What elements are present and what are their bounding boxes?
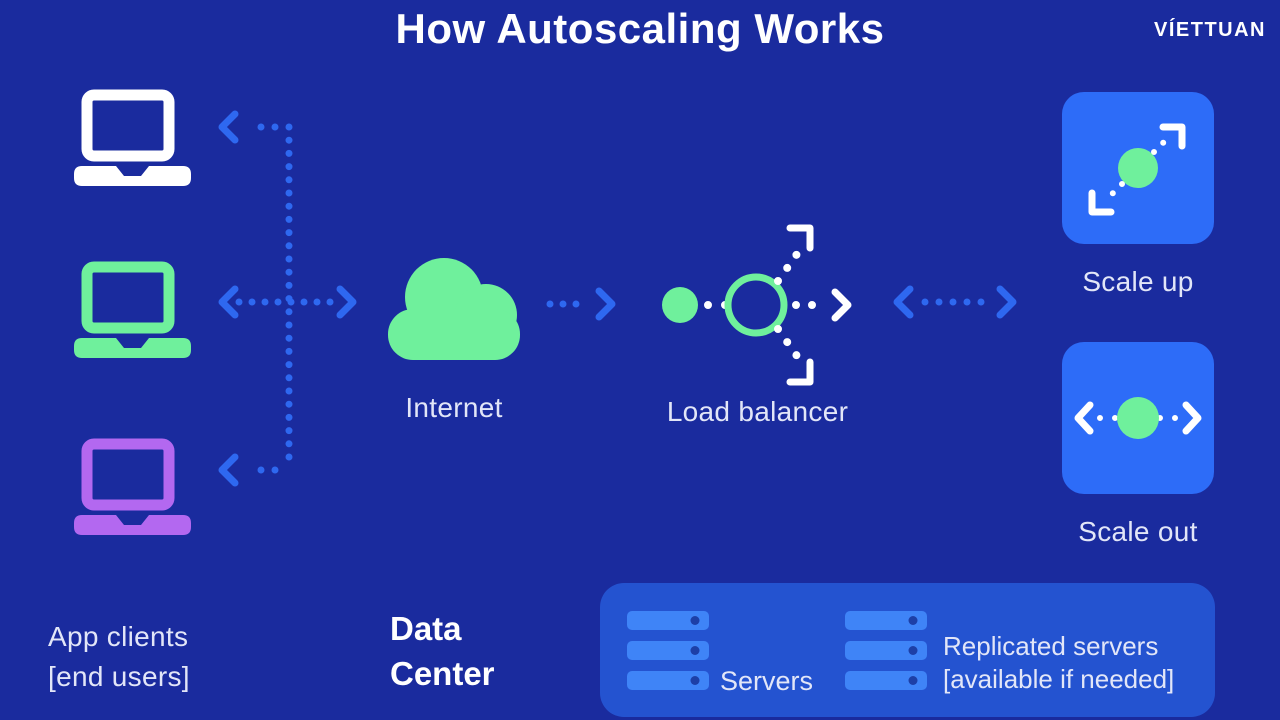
scale-up-label: Scale up xyxy=(1082,266,1194,297)
scale-up-diagonal-expand-icon xyxy=(1088,123,1186,216)
clients-branch-dotted-arrows-icon xyxy=(218,110,357,487)
data-center-line2: Center xyxy=(390,655,495,692)
page-title: How Autoscaling Works xyxy=(395,5,885,52)
scale-out-label: Scale out xyxy=(1078,516,1198,547)
app-clients-line2: [end users] xyxy=(48,661,190,692)
brand-logo: VÍETTUAN xyxy=(1154,19,1266,41)
replicated-servers-caption: Replicated servers [available if needed] xyxy=(943,630,1174,696)
replicated-servers-line2: [available if needed] xyxy=(943,664,1175,694)
internet-label: Internet xyxy=(405,392,503,423)
servers-label: Servers xyxy=(720,666,814,696)
replicated-server-stack-icon xyxy=(845,611,927,690)
scale-up-tile xyxy=(1062,92,1214,244)
load-balancer-icon xyxy=(662,224,852,386)
data-center-panel: Servers Replicated servers [available if… xyxy=(600,583,1215,717)
laptop-icon-green xyxy=(74,261,191,358)
app-clients-line1: App clients xyxy=(48,621,189,652)
scale-out-tile xyxy=(1062,342,1214,494)
data-center-caption: Data Center xyxy=(390,606,495,696)
data-center-line1: Data xyxy=(390,610,462,647)
server-stack-icon xyxy=(627,611,709,690)
replicated-servers-line1: Replicated servers xyxy=(943,631,1159,661)
scale-out-horizontal-expand-icon xyxy=(1074,397,1202,439)
laptop-icon-white xyxy=(74,89,191,186)
load-balancer-label: Load balancer xyxy=(666,396,849,427)
lb-to-scaling-double-dotted-arrow-icon xyxy=(893,285,1017,319)
laptop-icon-purple xyxy=(74,438,191,535)
app-clients-caption: App clients [end users] xyxy=(48,617,190,697)
cloud-icon xyxy=(388,258,520,360)
internet-to-lb-dotted-arrow-icon xyxy=(546,287,616,321)
